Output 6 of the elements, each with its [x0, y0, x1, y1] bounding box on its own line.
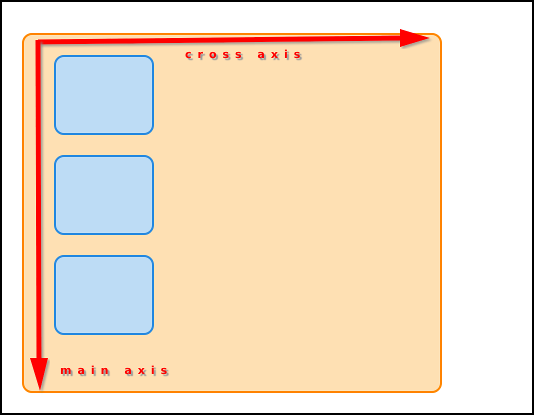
axis-label: cross axis — [185, 48, 306, 61]
axis-label: main axis — [60, 364, 174, 377]
item-box — [54, 255, 154, 335]
item-box — [54, 55, 154, 135]
container-box — [22, 33, 442, 393]
item-box — [54, 155, 154, 235]
